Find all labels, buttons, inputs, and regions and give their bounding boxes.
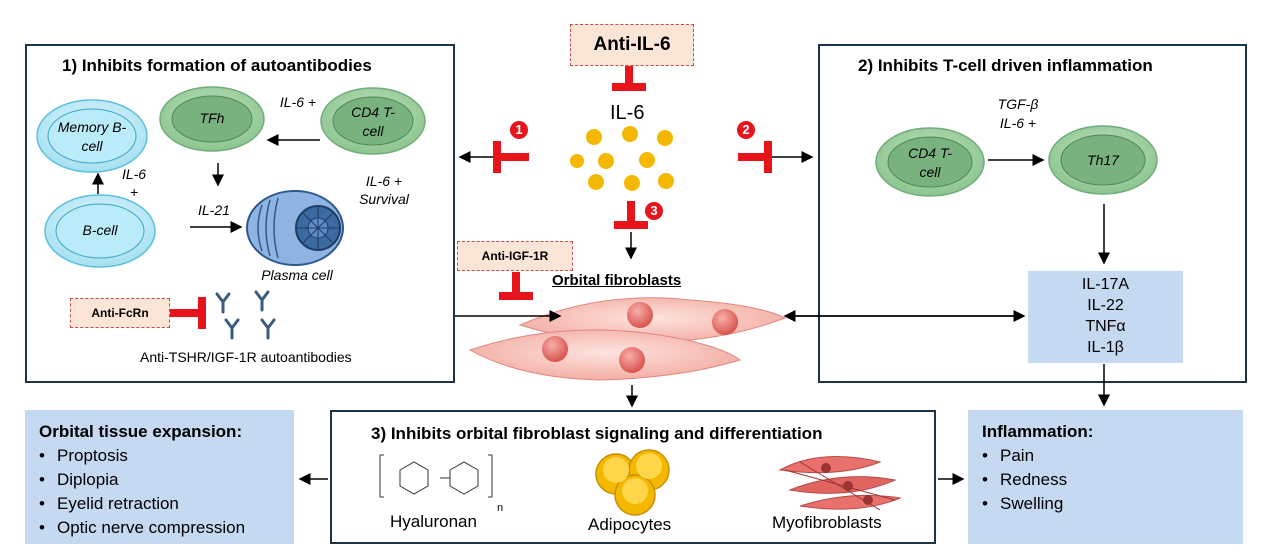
cytokine-il17a: IL-17A	[1081, 276, 1130, 293]
inhibitor-2	[738, 141, 772, 173]
igf1r-inhibitor	[499, 272, 533, 300]
plasma-cell	[246, 190, 344, 266]
list-item: Proptosis	[39, 444, 280, 468]
outcome-right-title: Inflammation:	[982, 422, 1094, 441]
il21-label: IL-21	[198, 202, 230, 218]
orbital-fibroblasts-label: Orbital fibroblasts	[552, 272, 682, 289]
cytokine-box: IL-17A IL-22 TNFα IL-1β	[1028, 271, 1183, 363]
outcome-left-list: Proptosis Diplopia Eyelid retraction Opt…	[39, 444, 280, 540]
outcome-left-box: Orbital tissue expansion: Proptosis Dipl…	[25, 410, 294, 544]
inhibitor-1	[493, 141, 529, 173]
il6-plus-top-label: IL-6 +	[279, 94, 317, 110]
list-item: Diplopia	[39, 468, 280, 492]
panel-2-title: 2) Inhibits T-cell driven inflammation	[858, 56, 1153, 75]
antibody-icons	[215, 290, 276, 340]
memory-b-cell-label: Memory B-cell	[57, 119, 127, 154]
adipocytes-label: Adipocytes	[588, 515, 672, 534]
marker-2	[737, 121, 755, 139]
cd4-t-cell-1	[320, 87, 426, 155]
th17-label: Th17	[1087, 152, 1119, 168]
outcome-right-list: Pain Redness Swelling	[982, 444, 1229, 516]
tfh-label: TFh	[199, 110, 225, 126]
plasma-cell-label: Plasma cell	[261, 267, 333, 283]
orbital-fibroblast-cells	[468, 297, 787, 381]
il6-drug-inhibitor	[612, 65, 646, 91]
myofibroblasts-icon	[778, 456, 902, 511]
list-item: Optic nerve compression	[39, 516, 280, 540]
panel-3-title: 3) Inhibits orbital fibroblast signaling…	[371, 424, 823, 443]
cytokine-tnfa: TNFα	[1085, 318, 1126, 335]
fcrn-inhibitor	[170, 297, 206, 329]
marker-1	[510, 121, 528, 139]
list-item: Eyelid retraction	[39, 492, 280, 516]
cd4-t-cell-2	[875, 127, 985, 197]
adipocytes-icon	[595, 449, 670, 516]
tfh-cell	[159, 86, 265, 152]
list-item: Redness	[982, 468, 1229, 492]
outcome-right-box: Inflammation: Pain Redness Swelling	[968, 410, 1243, 544]
marker-1-label: 1	[515, 122, 523, 137]
anti-fcrn-drug: Anti-FcRn	[70, 298, 170, 328]
hyaluronan-subscript: n	[497, 502, 504, 514]
list-item: Swelling	[982, 492, 1229, 516]
tgf-il6-signal-label: TGF-β IL-6 +	[997, 96, 1039, 131]
marker-2-label: 2	[742, 122, 750, 137]
cd4-t-cell-label-1: CD4 T-cell	[351, 104, 395, 139]
anti-il6-drug: Anti-IL-6	[570, 24, 694, 66]
th17-cell	[1048, 125, 1158, 195]
anti-igf1r-drug: Anti-IGF-1R	[457, 241, 573, 271]
list-item: Pain	[982, 444, 1229, 468]
b-cell	[44, 194, 156, 268]
hyaluronan-label: Hyaluronan	[390, 512, 477, 531]
autoantibodies-label: Anti-TSHR/IGF-1R autoantibodies	[140, 349, 352, 365]
b-cell-label: B-cell	[82, 222, 118, 238]
marker-3-label: 3	[650, 203, 658, 218]
il6-molecules	[570, 126, 674, 191]
cytokine-il1b: IL-1β	[1087, 339, 1124, 356]
inhibitor-3	[614, 201, 648, 229]
myofibroblasts-label: Myofibroblasts	[772, 513, 882, 532]
marker-3	[645, 202, 663, 220]
memory-b-cell	[36, 99, 148, 173]
panel-1-title: 1) Inhibits formation of autoantibodies	[62, 56, 372, 75]
cytokine-il22: IL-22	[1087, 297, 1124, 314]
il6-plus-left-label: IL-6 +	[121, 166, 147, 200]
cd4-t-cell-label-2: CD4 T-cell	[908, 145, 952, 180]
il6-label: IL-6	[610, 102, 645, 124]
il6-survival-label: IL-6 + Survival	[359, 173, 409, 207]
hyaluronan-structure-icon	[379, 454, 493, 498]
outcome-left-title: Orbital tissue expansion:	[39, 422, 243, 441]
